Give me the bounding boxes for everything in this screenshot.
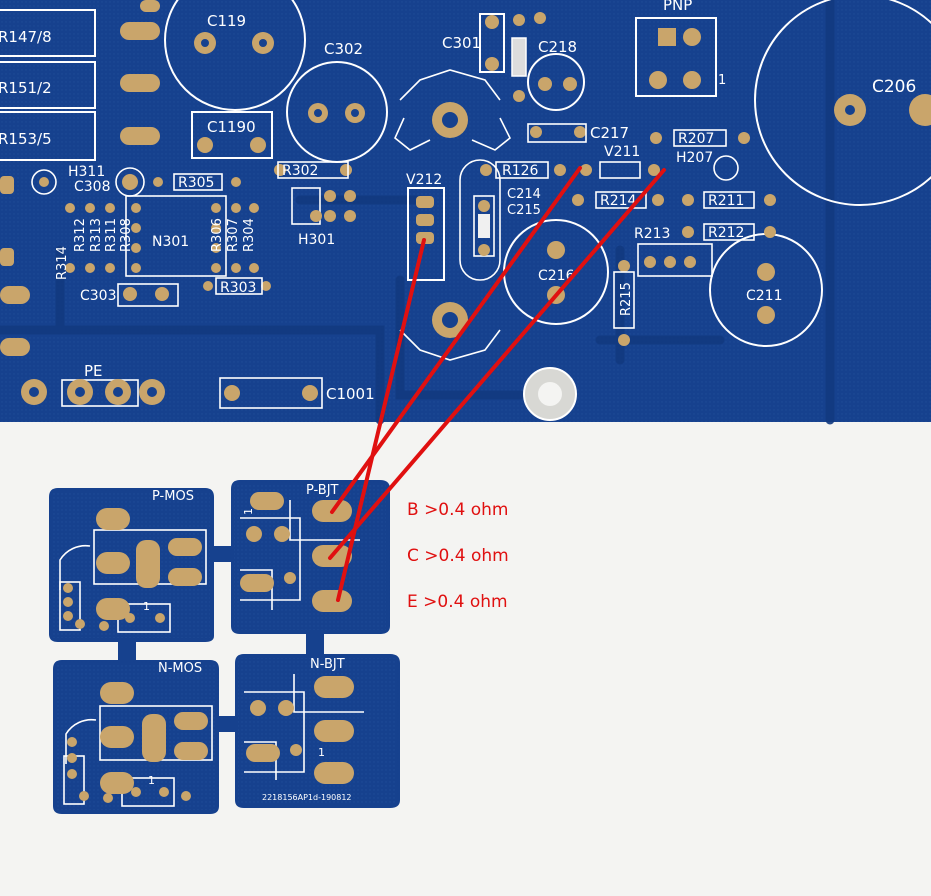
main-board: R147/8 R151/2 R153/5 C119 C302 C301 C218… <box>0 0 931 425</box>
label-r207: R207 <box>678 131 714 147</box>
label-r314: R314 <box>55 246 70 280</box>
label-c1190: C1190 <box>207 118 256 136</box>
label-c216: C216 <box>538 268 575 284</box>
label-pnp: PNP <box>663 0 692 14</box>
small-board-pmos: P-MOS 1 <box>49 488 214 642</box>
label-r211: R211 <box>708 193 744 209</box>
label-c1001: C1001 <box>326 385 375 403</box>
label-r126: R126 <box>502 163 539 179</box>
nbjt-pin1: 1 <box>318 746 325 759</box>
label-c211: C211 <box>746 288 783 304</box>
board-tab <box>217 716 239 732</box>
label-r306: R306 <box>210 218 225 252</box>
label-r311: R311 <box>104 218 119 252</box>
label-v212: V212 <box>406 172 442 188</box>
label-h301: H301 <box>298 232 335 248</box>
label-nmos: N-MOS <box>158 661 202 676</box>
label-c119: C119 <box>207 12 246 30</box>
label-c215: C215 <box>507 203 541 218</box>
main-board-silkscreen: R147/8 R151/2 R153/5 C119 C302 C301 C218… <box>0 0 916 403</box>
label-r302: R302 <box>282 163 318 179</box>
label-v211: V211 <box>604 144 640 160</box>
label-n301: N301 <box>152 234 189 250</box>
label-r153: R153/5 <box>0 130 52 148</box>
line-to-base <box>330 166 582 514</box>
small-board-pbjt: P-BJT 1 <box>231 480 390 634</box>
annotation-collector: C >0.4 ohm <box>407 546 509 566</box>
label-c302: C302 <box>324 40 363 58</box>
label-c218: C218 <box>538 38 577 56</box>
label-r303: R303 <box>220 280 256 296</box>
annotation-lines <box>328 166 666 602</box>
label-c303: C303 <box>80 288 117 304</box>
label-c206: C206 <box>872 77 916 97</box>
label-r313: R313 <box>89 218 104 252</box>
label-r305: R305 <box>178 175 214 191</box>
nbjt-board-code: 2218156AP1d-190812 <box>262 793 352 802</box>
label-pbjt: P-BJT <box>306 483 339 498</box>
label-h207: H207 <box>676 150 713 166</box>
label-h311: H311 <box>68 164 105 180</box>
board-tab <box>306 632 324 654</box>
label-r147: R147/8 <box>0 28 52 46</box>
annotation-emitter: E >0.4 ohm <box>407 592 508 612</box>
line-to-collector <box>328 168 666 560</box>
label-r307: R307 <box>226 218 241 252</box>
label-r151: R151/2 <box>0 79 52 97</box>
small-board-nbjt: N-BJT 1 2218156AP1d-190812 <box>235 654 400 808</box>
label-pin1: 1 <box>718 73 726 88</box>
pbjt-pin1: 1 <box>242 508 255 515</box>
board-tab <box>212 546 236 562</box>
label-c214: C214 <box>507 187 541 202</box>
label-c301: C301 <box>442 34 481 52</box>
label-r212: R212 <box>708 225 744 241</box>
label-r214: R214 <box>600 193 637 209</box>
label-r215: R215 <box>619 282 634 316</box>
board-tab <box>118 640 136 662</box>
label-r308: R308 <box>119 218 134 252</box>
label-r312: R312 <box>73 218 88 252</box>
nmos-pin1: 1 <box>148 774 155 787</box>
label-r213: R213 <box>634 226 670 242</box>
small-board-nmos: N-MOS 1 <box>53 660 219 814</box>
label-pmos: P-MOS <box>152 489 194 504</box>
annotation-base: B >0.4 ohm <box>407 500 509 520</box>
label-c308: C308 <box>74 179 111 195</box>
pmos-pin1: 1 <box>143 600 150 613</box>
line-to-emitter <box>336 238 426 602</box>
label-pe: PE <box>84 362 103 380</box>
label-r304: R304 <box>242 218 257 252</box>
label-c217: C217 <box>590 124 629 142</box>
label-nbjt: N-BJT <box>310 657 345 672</box>
